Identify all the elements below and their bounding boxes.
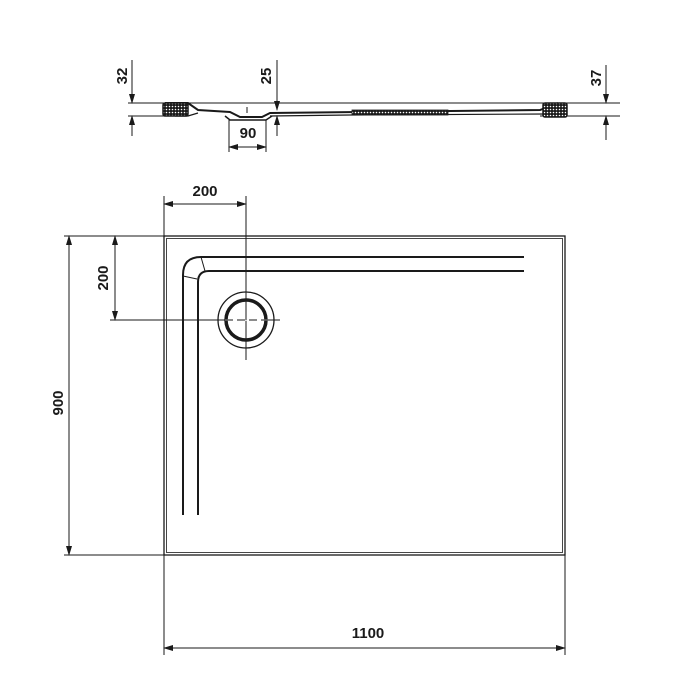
dim-drain-offset-y: 200 [95, 265, 112, 290]
top-view: 200 200 900 1100 [50, 183, 566, 655]
dim-drain-width: 90 [240, 125, 257, 142]
dim-drain-offset-x: 200 [192, 183, 217, 200]
middle-hatch [351, 109, 449, 116]
dim-right-height: 37 [588, 70, 605, 87]
dim-width: 1100 [352, 625, 385, 642]
tray-outline [163, 235, 566, 556]
side-view: 32 25 37 90 [114, 60, 620, 152]
dim-left-height: 32 [114, 68, 131, 85]
right-foot-hatch [542, 102, 568, 118]
left-foot-hatch [162, 102, 189, 117]
dim-drain-height: 25 [258, 68, 275, 85]
dim-depth: 900 [50, 390, 67, 415]
